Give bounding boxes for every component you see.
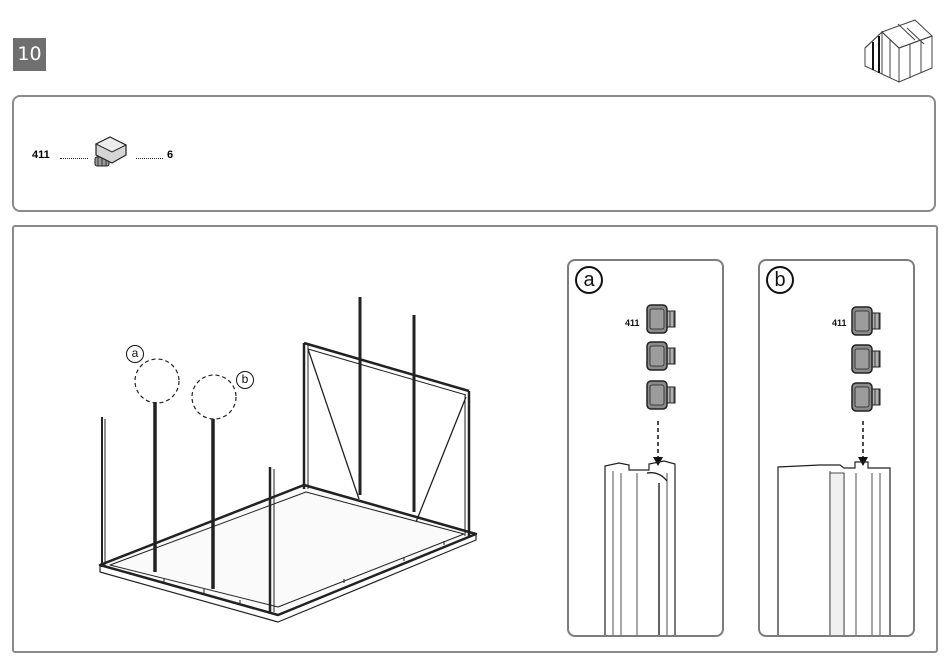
profile-b-drawing [760, 261, 915, 637]
leader-line [136, 158, 163, 159]
greenhouse-icon [860, 18, 935, 84]
profile-a-drawing [569, 261, 724, 637]
parts-panel: 411 6 [12, 95, 936, 212]
part-id: 411 [32, 149, 50, 161]
callout-b: b [236, 371, 254, 389]
frame-drawing [14, 227, 554, 652]
detail-panel-b: b 411 [758, 259, 915, 637]
callout-a: a [126, 345, 144, 363]
leader-line [60, 158, 88, 159]
detail-panel-a: a 411 [567, 259, 724, 637]
assembly-panel: a b a 411 [12, 225, 938, 653]
bolt-icon [90, 135, 134, 175]
part-quantity: 6 [167, 149, 173, 161]
step-number: 10 [13, 38, 46, 71]
